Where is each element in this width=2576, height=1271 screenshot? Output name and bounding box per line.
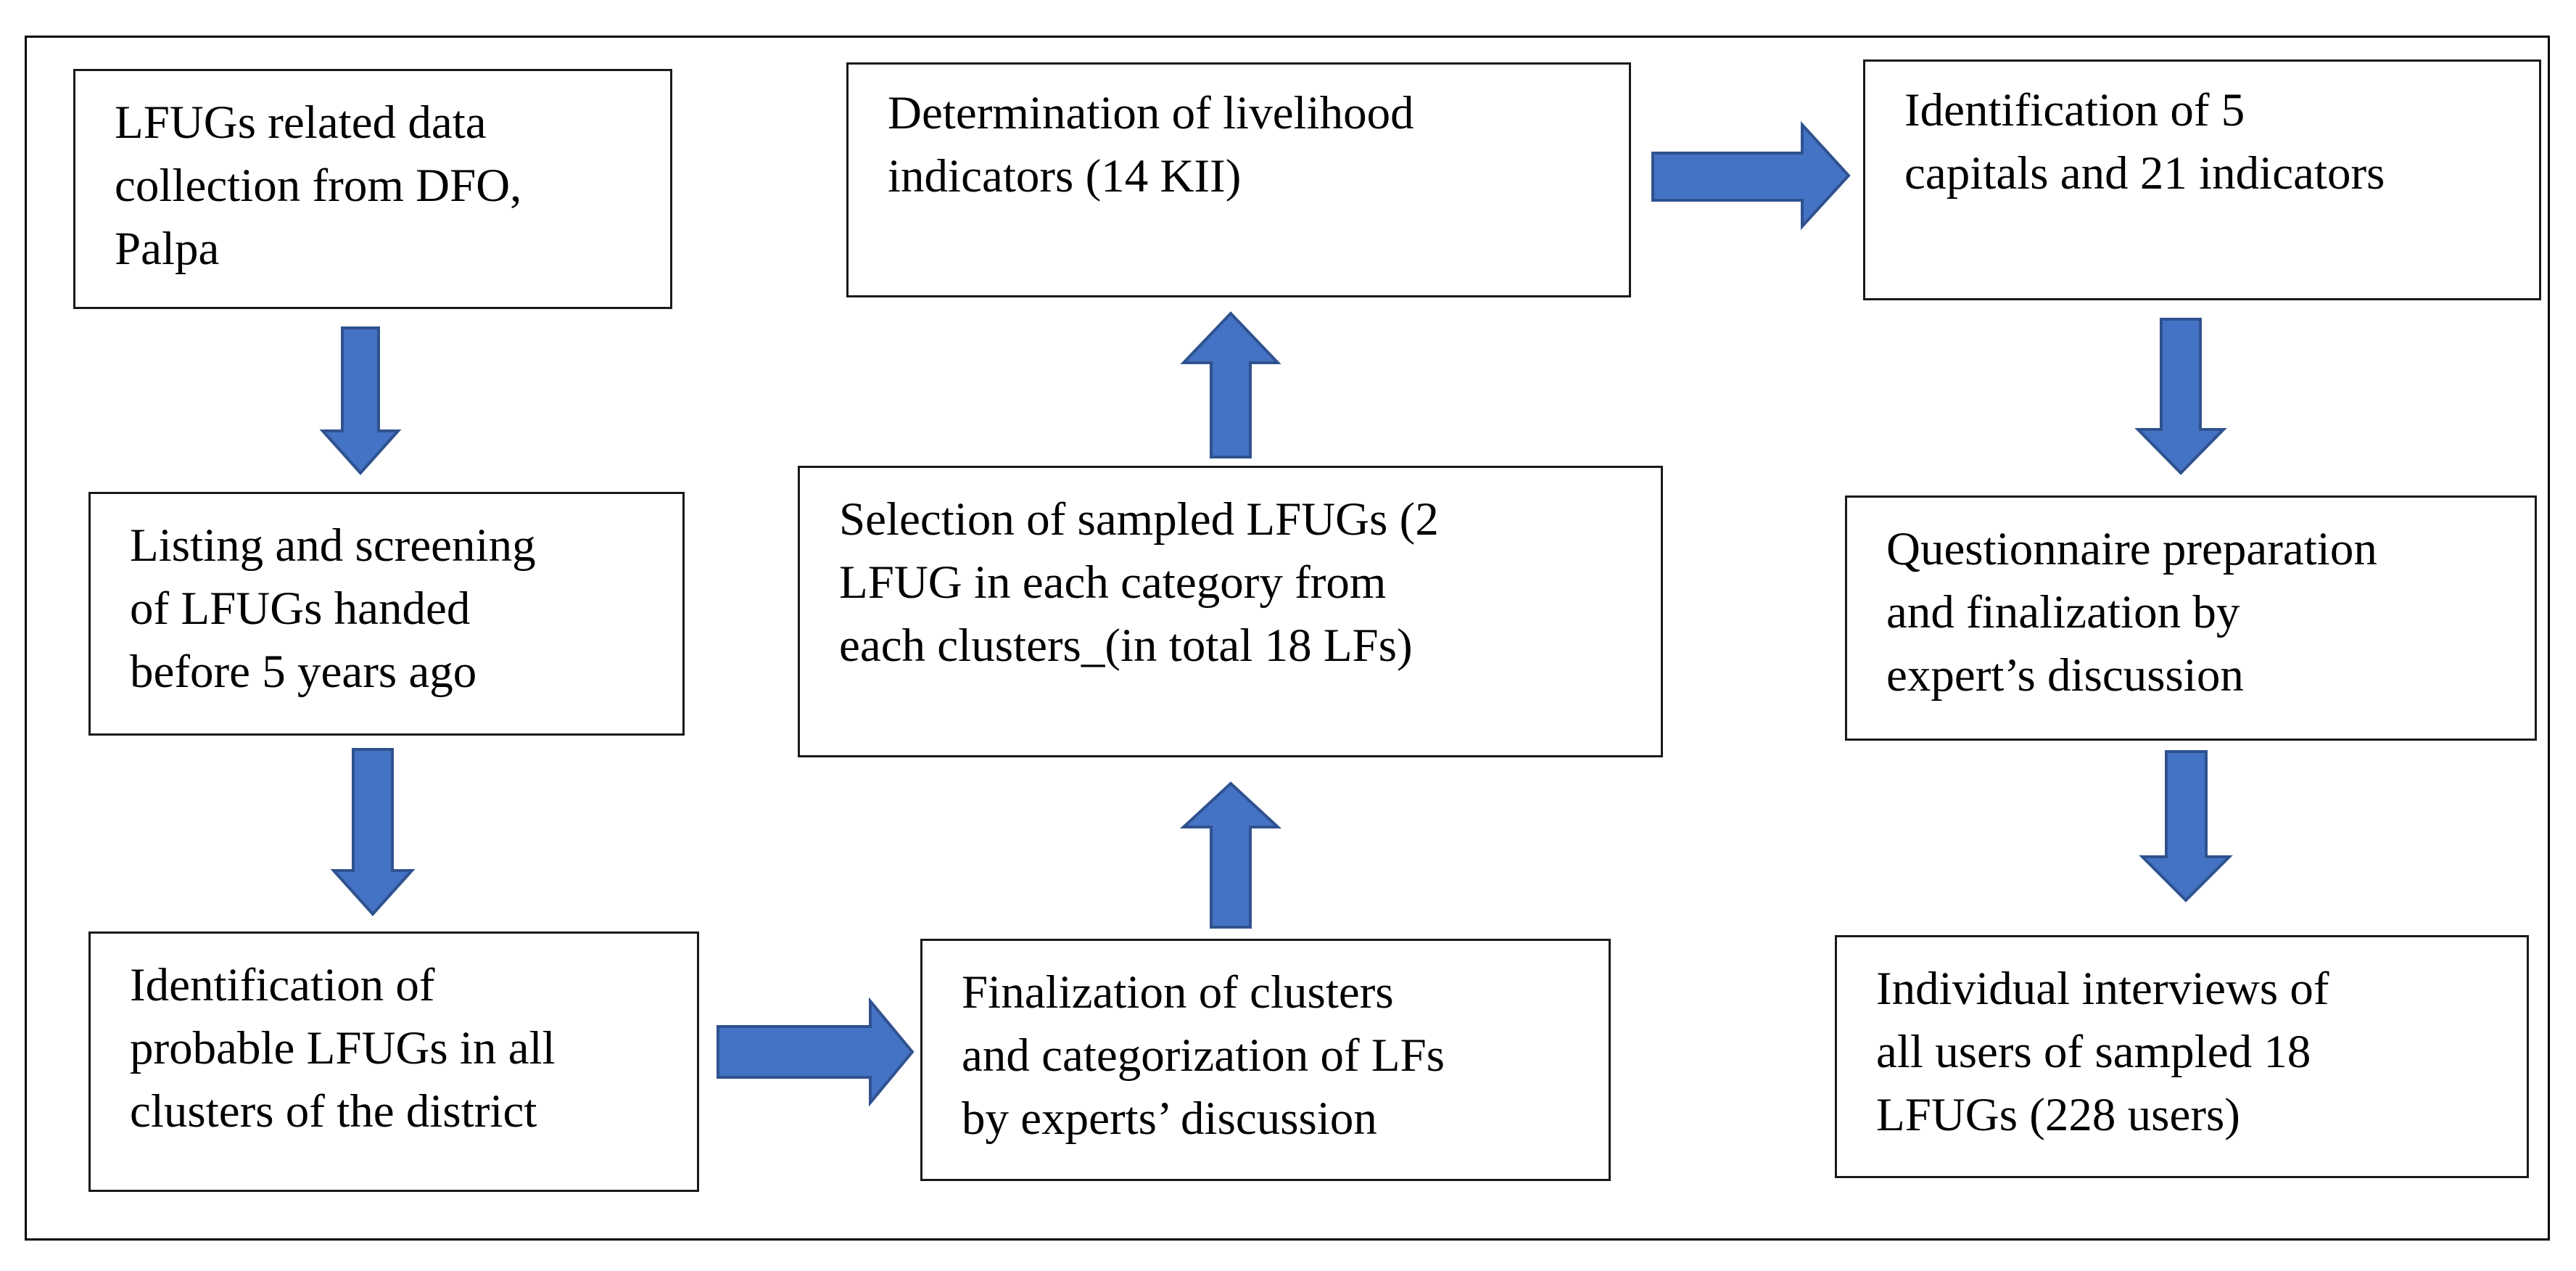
node-interviews: Individual interviews of all users of sa… <box>1835 935 2529 1178</box>
node-finalization-clusters: Finalization of clusters and categorizat… <box>920 939 1611 1181</box>
node-determination-indicators: Determination of livelihood indicators (… <box>846 62 1631 297</box>
node-data-collection: LFUGs related data collection from DFO, … <box>73 69 672 309</box>
outer-frame <box>25 36 2550 1241</box>
node-listing-screening: Listing and screening of LFUGs handed be… <box>88 492 685 736</box>
node-identification-probable: Identification of probable LFUGs in all … <box>88 931 699 1192</box>
node-questionnaire: Questionnaire preparation and finalizati… <box>1845 495 2537 741</box>
node-identification-capitals: Identification of 5 capitals and 21 indi… <box>1863 59 2541 300</box>
node-selection-sampled: Selection of sampled LFUGs (2 LFUG in ea… <box>798 466 1663 757</box>
